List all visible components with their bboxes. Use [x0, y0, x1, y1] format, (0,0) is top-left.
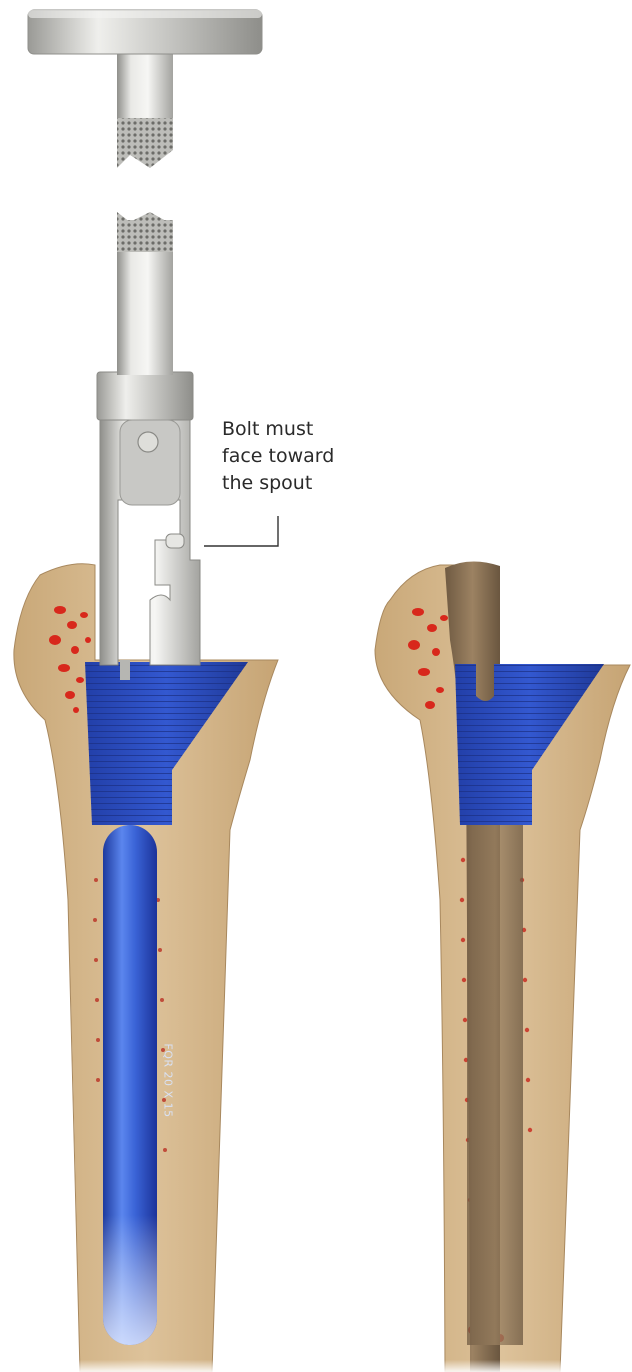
left-bone-with-instrument	[0, 10, 300, 1372]
left-instrument-shaft-lower	[117, 212, 173, 375]
left-instrument-body	[97, 372, 200, 680]
callout-line-3: the spout	[222, 470, 372, 497]
left-intramedullary-rod	[103, 825, 157, 1345]
rod-size-label: FQR 20 X 15	[162, 1011, 175, 1151]
left-instrument-handle	[28, 10, 262, 168]
bolt-orientation-callout: Bolt must face toward the spout	[222, 416, 372, 497]
callout-line-1: Bolt must	[222, 416, 372, 443]
bolt-icon	[166, 534, 184, 548]
right-bone-with-trial-stem	[375, 561, 632, 1372]
callout-line-2: face toward	[222, 443, 372, 470]
callout-leader	[204, 516, 278, 546]
